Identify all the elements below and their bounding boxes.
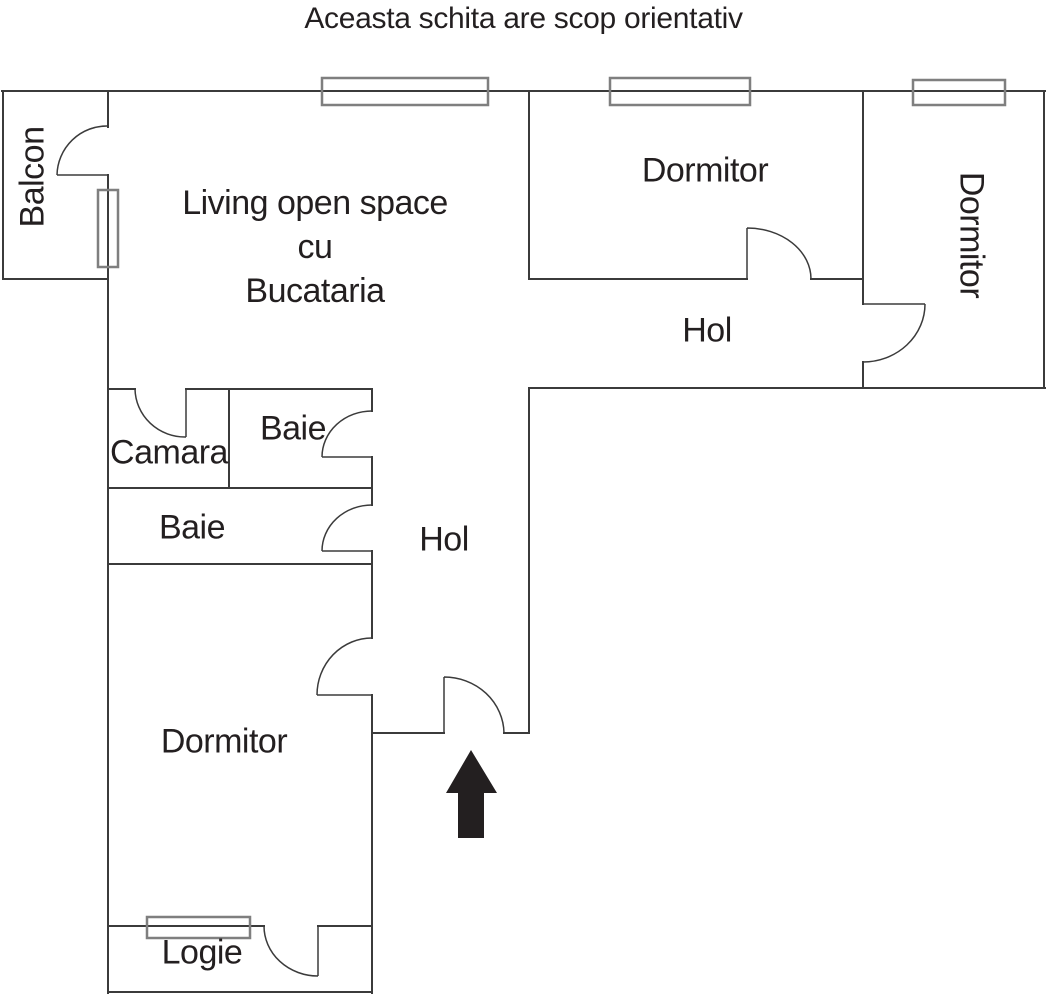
room-label-living: Living open space cu Bucataria [182,181,448,313]
door-dormitor-lower [316,637,373,696]
plan-title: Aceasta schita are scop orientativ [304,2,743,35]
window-living [320,76,490,107]
door-logie [263,925,319,977]
window-dormitor-right [911,78,1007,107]
living-label-line3: Bucataria [245,272,385,310]
room-label-camara: Camara [110,433,228,472]
room-label-dormitor-top: Dormitor [641,151,769,190]
doors [56,125,926,977]
room-label-hol-upper: Hol [682,311,732,350]
door-dormitor-right [862,303,926,363]
room-label-baie-upper: Baie [259,409,327,448]
door-camara [134,388,187,438]
window-logie [145,915,252,940]
room-label-balcon: Balcon [13,126,52,228]
room-label-logie: Logie [161,933,243,972]
walls [1,90,1046,994]
door-entrance [443,676,505,734]
room-label-dormitor-lower: Dormitor [160,722,288,761]
room-label-hol-lower: Hol [419,520,469,559]
window-balcon-side [96,188,120,269]
door-balcon [56,125,109,176]
entrance-arrow-icon [446,750,497,838]
windows [96,76,1007,940]
door-baie-upper [321,410,373,458]
window-dormitor-top [608,76,752,107]
door-dormitor-top [746,227,812,280]
door-baie-lower [321,504,373,552]
room-label-dormitor-right: Dormitor [952,171,991,299]
living-label-line1: Living open space [182,184,448,222]
living-label-line2: cu [297,228,333,266]
room-label-baie-lower: Baie [158,508,226,547]
